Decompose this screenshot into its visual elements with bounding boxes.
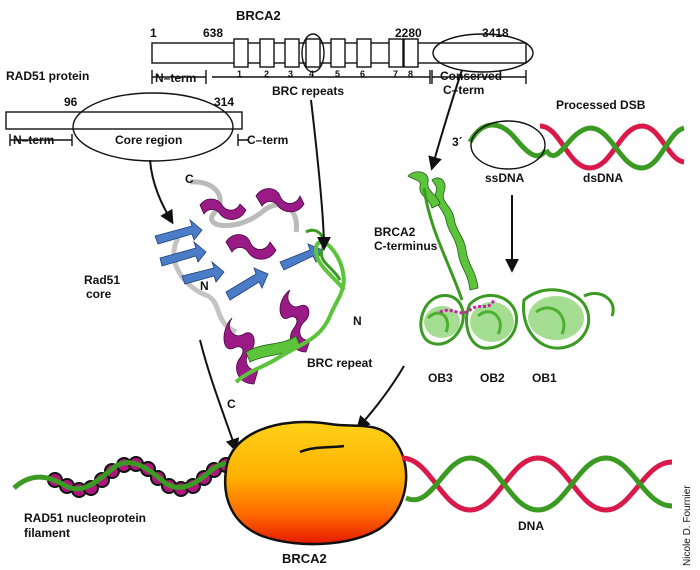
filament-label-2: filament: [24, 526, 70, 540]
core-region-ellipse: [72, 92, 234, 162]
rad51-title: RAD51 protein: [6, 69, 89, 83]
brc-num-3: 3: [288, 69, 293, 79]
brc-box-3: [284, 38, 300, 68]
rad51-beta-sheets: [154, 218, 323, 301]
cterm-highlight-ellipse: [432, 33, 534, 73]
brca2-pos-3418: 3418: [482, 26, 509, 40]
brca2-domain-map: BRCA2 1 638 2280 3418 1 2 3 4 5 6 7 8: [150, 8, 534, 98]
brca2-cterm-label: C–term: [443, 83, 484, 97]
arrow-core-to-structure: [149, 159, 174, 225]
brca2-nterm-bracket: [151, 70, 207, 84]
dsdna-label: dsDNA: [583, 171, 623, 185]
rad51-nterm-bracket: [9, 134, 73, 146]
brc-num-6: 6: [360, 69, 365, 79]
rad51-bar: [5, 111, 243, 130]
brc-repeat-boxes: [233, 38, 419, 68]
brc-repeat-strand: [234, 239, 346, 384]
brc-n-label: N: [353, 314, 362, 328]
ssdna-highlight-ellipse: [470, 120, 546, 170]
rad51-core-structure: C N Rad51 core N C BRC repeat: [84, 172, 372, 411]
dna-red-strand: [401, 455, 673, 513]
rad51-n-mid-label: N: [200, 279, 209, 293]
brca2-cterm-label-2: C-terminus: [374, 239, 438, 253]
rad51-cterm-label: C–term: [247, 133, 288, 147]
rad51-c-bottom-label: C: [227, 397, 236, 411]
ob3-label: OB3: [428, 371, 453, 385]
rad51-c-top-label: C: [185, 172, 194, 186]
ob1-label: OB1: [532, 371, 557, 385]
processed-dsb: Processed DSB 3´ ssDNA dsDNA: [452, 98, 686, 185]
brca2-pos-638: 638: [203, 26, 223, 40]
brca2-bottom-label: BRCA2: [282, 551, 327, 566]
brc-num-4: 4: [309, 69, 314, 79]
dna-label: DNA: [518, 519, 544, 533]
rad51-pos-314: 314: [214, 95, 234, 109]
brca2-pos-1: 1: [150, 26, 157, 40]
brc-box-2: [259, 38, 275, 68]
brc-box-1: [233, 38, 249, 68]
flow-arrows: [149, 69, 519, 453]
three-prime-label: 3´: [452, 135, 463, 149]
arrow-brc-to-structure: [310, 99, 331, 251]
arrow-cterm-to-structure: [428, 69, 463, 171]
ob-domain-fill: [424, 296, 584, 342]
artist-credit: Nicole D. Fournier: [682, 485, 693, 566]
brc-repeat-numbers: 1 2 3 4 5 6 7 8: [237, 69, 413, 79]
brca2-pos-2280: 2280: [395, 26, 422, 40]
brc-num-5: 5: [335, 69, 340, 79]
arrow-cterm-to-brca2: [356, 365, 405, 431]
rad51-domain-map: RAD51 protein 96 314 N–term Core region …: [5, 69, 288, 162]
dsdna-green-strand: [543, 125, 686, 171]
brca2-cterm-structure: BRCA2 C-terminus OB3 OB2 OB1: [374, 171, 615, 385]
dsb-title: Processed DSB: [556, 98, 646, 112]
brca2-title: BRCA2: [236, 8, 281, 23]
brc-repeats-label: BRC repeats: [272, 84, 344, 98]
conserved-cterm-bracket: [431, 70, 527, 84]
conserved-label: Conserved: [440, 69, 502, 83]
brc-repeat-label: BRC repeat: [307, 356, 372, 370]
core-region-label: Core region: [115, 133, 182, 147]
brc-box-7: [388, 38, 404, 68]
brc-repeats-bracket: [212, 70, 431, 84]
brc-num-1: 1: [237, 69, 242, 79]
rad51-nterm-label: N–term: [13, 133, 54, 147]
brc-box-5: [330, 38, 346, 68]
bottom-assembly: RAD51 nucleoprotein filament BRCA2 DNA: [12, 420, 673, 566]
rad51-core-label-1: Rad51: [84, 273, 120, 287]
brc-num-7: 7: [393, 69, 398, 79]
tower-helix: [431, 177, 479, 291]
ssdna-bound-magenta: [439, 299, 496, 315]
dna-green-strand: [404, 455, 673, 513]
rad51-core-label-2: core: [86, 287, 112, 301]
ob2-label: OB2: [480, 371, 505, 385]
brc-num-8: 8: [408, 69, 413, 79]
brca2-cterm-label-1: BRCA2: [374, 225, 416, 239]
tower-stalk: [422, 187, 464, 301]
brca2-notch: [299, 444, 345, 454]
filament-label-1: RAD51 nucleoprotein: [24, 511, 146, 525]
brc-box-4: [305, 38, 321, 68]
arrow-rad51-to-brca2: [199, 339, 240, 453]
rad51-helices: [199, 188, 311, 385]
ssdna-strand: [467, 122, 549, 159]
brc-num-2: 2: [264, 69, 269, 79]
brc-box-8: [403, 38, 419, 68]
brca2-nterm-label: N–term: [155, 71, 196, 85]
brc-box-6: [356, 38, 372, 68]
rad51-cterm-bracket: [237, 134, 248, 146]
ssdna-label: ssDNA: [485, 171, 525, 185]
brc4-highlight-ellipse: [301, 33, 325, 73]
rad51-pos-96: 96: [64, 95, 78, 109]
brca2-protein-blob: [223, 420, 408, 546]
